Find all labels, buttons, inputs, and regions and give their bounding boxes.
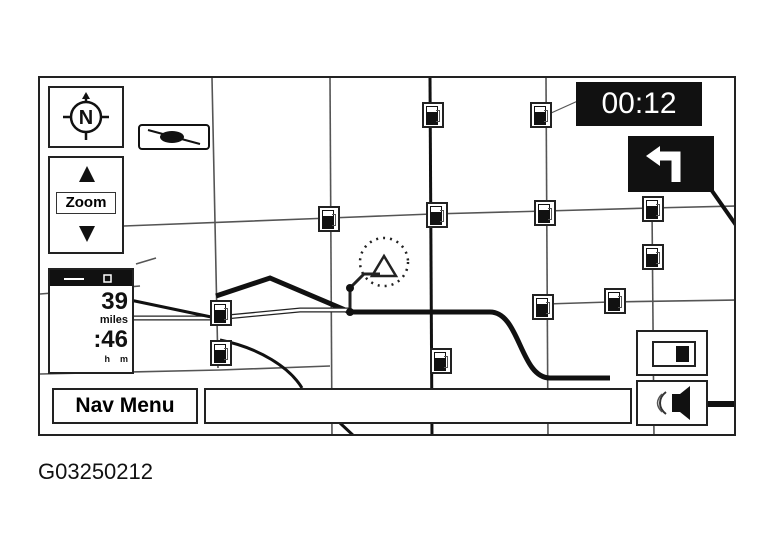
fuel-pump-icon[interactable] [534,200,556,226]
zoom-out-button[interactable] [79,226,95,242]
speaker-volume-icon [656,386,690,420]
fuel-pump-icon[interactable] [530,102,552,128]
turn-left-arrow-icon [646,146,681,182]
traffic-car-icon [147,129,201,145]
vehicle-accuracy-circle [358,236,410,288]
fuel-pump-icon[interactable] [642,244,664,270]
zoom-in-button[interactable] [79,166,95,182]
trip-header [50,270,132,286]
traffic-button[interactable] [138,124,210,150]
next-turn-indicator [628,136,714,192]
fuel-pump-icon[interactable] [426,202,448,228]
toggle-switch-icon [652,341,696,367]
voice-guidance-button[interactable] [636,380,708,426]
map-view-toggle-button[interactable] [636,330,708,376]
north-compass-icon: N [63,92,109,140]
fuel-pump-icon[interactable] [532,294,554,320]
fuel-pump-icon[interactable] [422,102,444,128]
distance-unit: miles [99,314,128,326]
fuel-pump-icon[interactable] [642,196,664,222]
message-bar [204,388,632,424]
north-up-button[interactable]: N [48,86,124,148]
vehicle-position-triangle-icon [369,253,399,278]
zoom-control: Zoom [48,156,124,254]
fuel-pump-icon[interactable] [604,288,626,314]
clock-display: 00:12 [576,82,702,126]
map-view[interactable] [40,78,736,436]
time-value: :46 [93,326,128,353]
fuel-pump-icon[interactable] [318,206,340,232]
route-line [215,275,610,381]
time-units: h m [104,354,128,364]
nav-menu-button[interactable]: Nav Menu [52,388,198,424]
trip-info-panel[interactable]: 39 miles :46 h m [48,268,134,374]
fuel-pump-icon[interactable] [210,300,232,326]
distance-value: 39 [101,288,128,315]
fuel-pump-icon[interactable] [210,340,232,366]
svg-text:N: N [79,107,93,129]
nav-screen: N Zoom 39 miles :46 h m 00:12 [38,76,736,436]
fuel-pump-icon[interactable] [430,348,452,374]
figure-caption: G03250212 [38,459,153,484]
zoom-label: Zoom [56,192,116,214]
